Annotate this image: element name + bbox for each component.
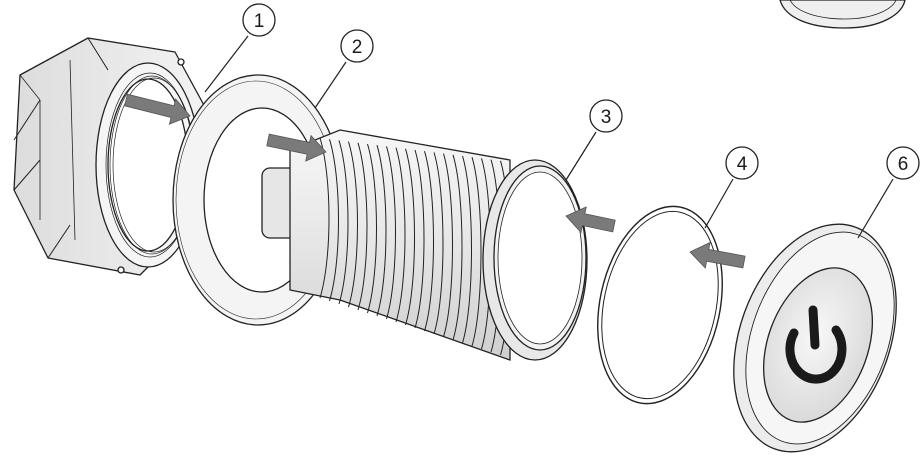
callout-housing: 3 [565,99,623,181]
callout-circle [589,99,623,133]
thread-line [424,151,434,332]
assembly-direction-arrow [124,93,191,125]
callout-o-ring: 4 [704,146,759,229]
callout-circle [886,146,920,180]
thread-line [395,147,406,323]
callout-leader-line [314,61,347,109]
assembly-direction-arrow [266,133,327,162]
callout-circle [340,29,374,63]
thread-line [414,149,425,329]
callout-circle [725,146,759,180]
power-symbol-icon [785,305,847,384]
callout-number: 4 [737,154,748,175]
thread-line [433,152,444,335]
thread-line [367,143,377,314]
callout-number: 3 [601,107,612,128]
part-o-ring [597,205,723,405]
callout-nut: 1 [204,3,276,93]
callout-leader-line [857,178,894,239]
assembly-arrows [124,93,746,269]
partial-cap-top-right [779,0,906,29]
assembly-direction-arrow [565,206,616,234]
thread-line [338,140,349,305]
thread-line [462,155,472,344]
thread-line [348,141,358,308]
callout-number: 2 [352,37,363,58]
callouts: 1 2 3 4 6 [204,3,920,239]
thread-line [386,146,396,320]
thread-line [376,145,387,317]
callout-gasket: 2 [314,29,374,109]
callout-number: 1 [254,11,265,32]
thread-line [405,148,415,326]
thread-line [357,142,368,311]
thread-line [329,139,339,302]
part-housing [261,129,588,361]
callout-number: 6 [898,154,909,175]
thread-line [452,154,463,341]
thread-line [443,153,453,338]
thread-line [471,157,482,347]
assembly-direction-arrow [689,241,746,269]
callout-leader-line [565,131,597,181]
callout-button-cap: 6 [857,146,920,239]
callout-leader-line [204,35,249,93]
callout-leader-line [704,178,734,229]
callout-circle [242,3,276,37]
part-button-cap [733,223,897,453]
